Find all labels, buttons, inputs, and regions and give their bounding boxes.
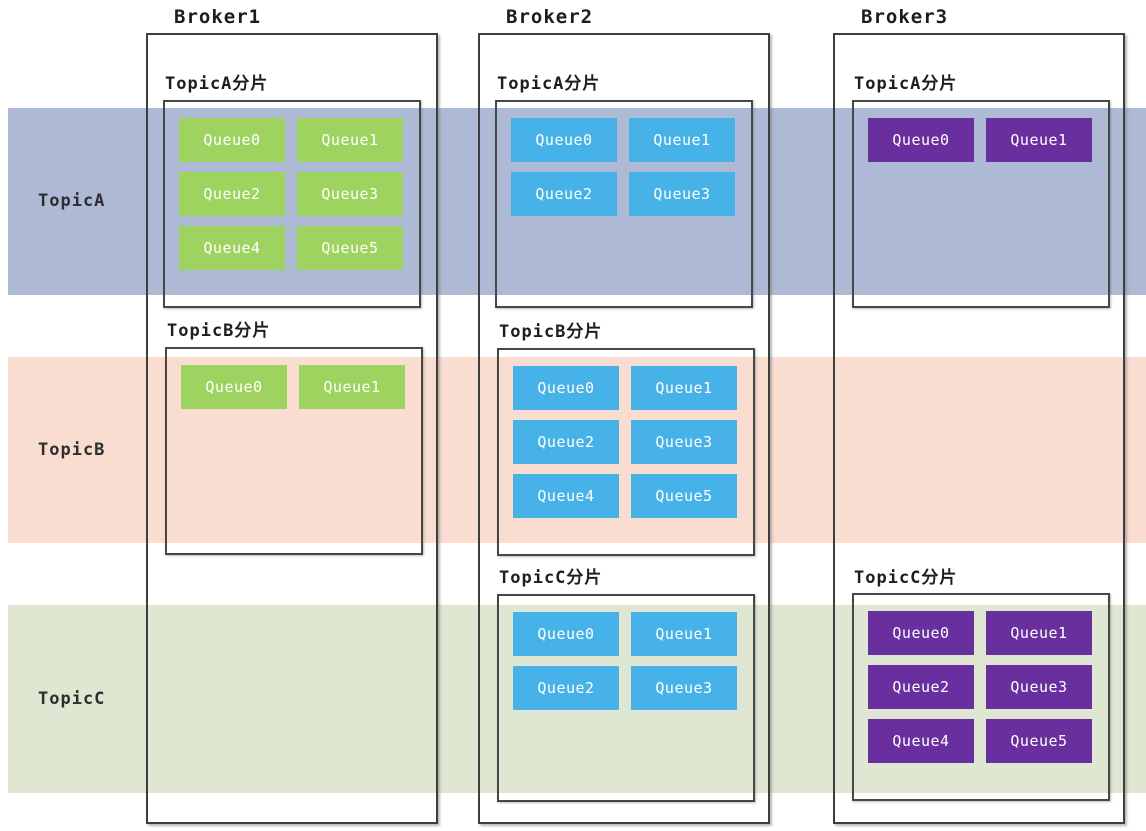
broker3-topic-c-shard-box: Queue0 Queue1 Queue2 Queue3 Queue4 Queue…	[852, 593, 1110, 801]
topic-a-label: TopicA	[38, 191, 106, 211]
broker1-title: Broker1	[174, 6, 262, 28]
broker1-topic-a-shard-box: Queue0 Queue1 Queue2 Queue3 Queue4 Queue…	[163, 100, 421, 308]
queue-tile: Queue2	[179, 172, 285, 216]
queue-tile: Queue4	[179, 226, 285, 270]
broker1-topic-a-shard-title: TopicA分片	[165, 74, 269, 94]
broker3-topic-c-shard-title: TopicC分片	[854, 568, 958, 588]
queue-tile: Queue3	[631, 666, 737, 710]
broker2-topic-b-queue-grid: Queue0 Queue1 Queue2 Queue3 Queue4 Queue…	[513, 366, 737, 518]
queue-tile: Queue0	[179, 118, 285, 162]
queue-tile: Queue1	[299, 365, 405, 409]
broker2-topic-c-shard-title: TopicC分片	[499, 568, 603, 588]
queue-tile: Queue2	[513, 666, 619, 710]
broker3-title: Broker3	[861, 6, 949, 28]
queue-tile: Queue0	[181, 365, 287, 409]
queue-tile: Queue2	[513, 420, 619, 464]
queue-tile: Queue3	[631, 420, 737, 464]
broker3-box	[833, 33, 1125, 824]
queue-tile: Queue0	[513, 366, 619, 410]
broker2-title: Broker2	[506, 6, 594, 28]
broker1-box	[146, 33, 438, 824]
broker3-topic-a-shard-box: Queue0 Queue1	[852, 100, 1110, 308]
broker2-topic-c-queue-grid: Queue0 Queue1 Queue2 Queue3	[513, 612, 737, 710]
queue-tile: Queue1	[631, 366, 737, 410]
queue-tile: Queue1	[986, 611, 1092, 655]
broker2-topic-c-shard-box: Queue0 Queue1 Queue2 Queue3	[497, 594, 755, 802]
queue-tile: Queue2	[868, 665, 974, 709]
broker3-topic-c-queue-grid: Queue0 Queue1 Queue2 Queue3 Queue4 Queue…	[868, 611, 1092, 763]
queue-tile: Queue5	[986, 719, 1092, 763]
queue-tile: Queue1	[986, 118, 1092, 162]
queue-tile: Queue3	[297, 172, 403, 216]
broker1-topic-b-shard-title: TopicB分片	[167, 321, 271, 341]
queue-tile: Queue0	[868, 611, 974, 655]
broker3-topic-a-shard-title: TopicA分片	[854, 74, 958, 94]
queue-tile: Queue3	[629, 172, 735, 216]
queue-tile: Queue0	[513, 612, 619, 656]
topic-b-label: TopicB	[38, 440, 106, 460]
queue-tile: Queue1	[631, 612, 737, 656]
queue-tile: Queue2	[511, 172, 617, 216]
broker2-topic-a-shard-title: TopicA分片	[497, 74, 601, 94]
topic-c-label: TopicC	[38, 689, 106, 709]
queue-tile: Queue4	[513, 474, 619, 518]
broker2-topic-b-shard-box: Queue0 Queue1 Queue2 Queue3 Queue4 Queue…	[497, 348, 755, 556]
broker1-topic-b-shard-box: Queue0 Queue1	[165, 347, 423, 555]
broker2-topic-a-queue-grid: Queue0 Queue1 Queue2 Queue3	[511, 118, 735, 216]
broker1-topic-b-queue-grid: Queue0 Queue1	[181, 365, 405, 409]
queue-tile: Queue1	[629, 118, 735, 162]
queue-tile: Queue4	[868, 719, 974, 763]
queue-tile: Queue3	[986, 665, 1092, 709]
broker2-box	[478, 33, 770, 824]
queue-tile: Queue5	[631, 474, 737, 518]
queue-tile: Queue0	[868, 118, 974, 162]
broker2-topic-a-shard-box: Queue0 Queue1 Queue2 Queue3	[495, 100, 753, 308]
broker2-topic-b-shard-title: TopicB分片	[499, 322, 603, 342]
queue-tile: Queue1	[297, 118, 403, 162]
broker1-topic-a-queue-grid: Queue0 Queue1 Queue2 Queue3 Queue4 Queue…	[179, 118, 403, 270]
broker3-topic-a-queue-grid: Queue0 Queue1	[868, 118, 1092, 162]
queue-tile: Queue5	[297, 226, 403, 270]
queue-tile: Queue0	[511, 118, 617, 162]
